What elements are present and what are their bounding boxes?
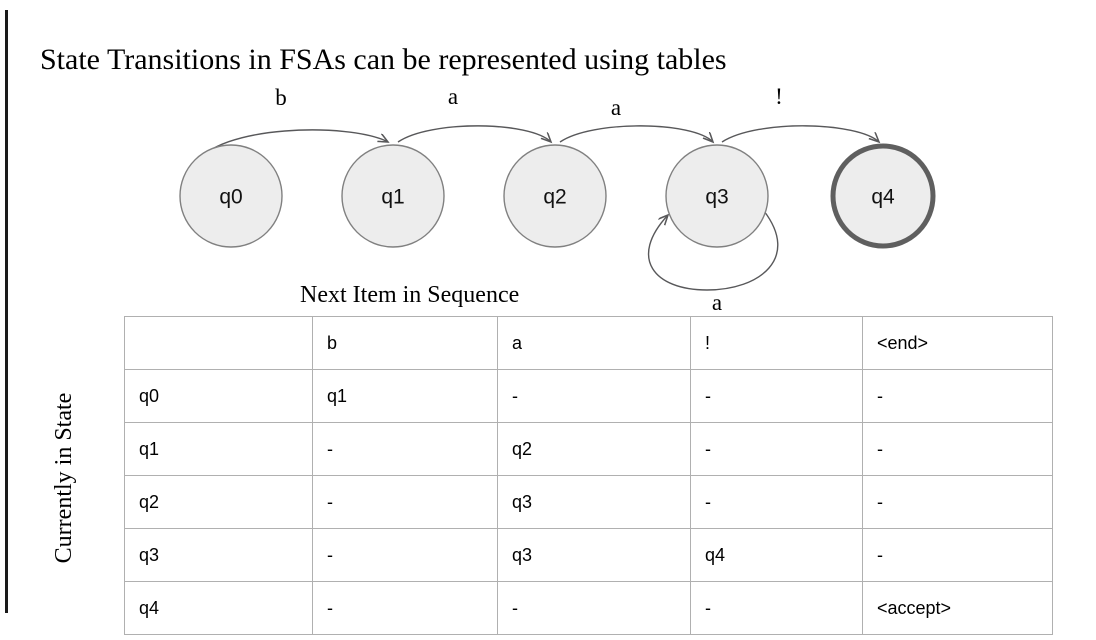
edge-label-q1-q2: a — [448, 84, 458, 109]
state-label-q1: q1 — [381, 186, 404, 209]
table-row: q3 - q3 q4 - — [124, 528, 1053, 582]
edge-label-q3-self: a — [712, 290, 722, 313]
cell-q1-b: - — [312, 422, 498, 476]
edge-label-q3-q4: ! — [775, 84, 783, 109]
state-node-q2[interactable] — [503, 144, 607, 248]
cell-q1-end: - — [862, 422, 1053, 476]
table-header-cell-a: a — [497, 316, 691, 370]
row-axis-caption: Currently in State — [51, 392, 77, 564]
state-label-q3: q3 — [705, 186, 728, 209]
edge-q1-q2 — [397, 125, 551, 142]
cell-q3-bang: q4 — [690, 528, 863, 582]
cell-q4-end: <accept> — [862, 581, 1053, 635]
left-edge-rule — [5, 10, 8, 613]
cell-q3-a: q3 — [497, 528, 691, 582]
state-label-q4: q4 — [871, 186, 895, 209]
table-header-cell-b: b — [312, 316, 498, 370]
cell-q1-bang: - — [690, 422, 863, 476]
table-header-row: b a ! <end> — [124, 316, 1053, 370]
edge-label-q2-q3: a — [611, 95, 621, 120]
edge-q2-q3 — [559, 125, 713, 142]
cell-q4-b: - — [312, 581, 498, 635]
cell-q2-bang: - — [690, 475, 863, 529]
row-header-q1: q1 — [124, 422, 313, 476]
cell-q0-bang: - — [690, 369, 863, 423]
cell-q1-a: q2 — [497, 422, 691, 476]
row-header-q4: q4 — [124, 581, 313, 635]
table-row: q2 - q3 - - — [124, 475, 1053, 529]
cell-q3-b: - — [312, 528, 498, 582]
table-header-cell-corner — [124, 316, 313, 370]
table-header-cell-bang: ! — [690, 316, 863, 370]
cell-q2-a: q3 — [497, 475, 691, 529]
state-label-q0: q0 — [219, 186, 242, 209]
state-node-q1[interactable] — [341, 144, 445, 248]
cell-q4-bang: - — [690, 581, 863, 635]
table-header-cell-end: <end> — [862, 316, 1053, 370]
state-node-q3[interactable] — [665, 144, 769, 248]
cell-q0-b: q1 — [312, 369, 498, 423]
table-row: q4 - - - <accept> — [124, 581, 1053, 635]
transition-table: b a ! <end> q0 q1 - - - q1 - q2 - - q2 — [124, 316, 1053, 635]
edge-q3-q4 — [721, 125, 879, 142]
cell-q0-end: - — [862, 369, 1053, 423]
edge-q3-self-loop — [647, 210, 779, 291]
state-node-q0[interactable] — [179, 144, 283, 248]
cell-q0-a: - — [497, 369, 691, 423]
edge-label-q0-q1: b — [275, 85, 287, 110]
state-node-q4-accepting[interactable] — [830, 143, 936, 249]
table-row: q0 q1 - - - — [124, 369, 1053, 423]
fsa-state-diagram: q0 q1 q2 q3 q4 b a a ! a — [0, 78, 1096, 313]
column-axis-caption: Next Item in Sequence — [300, 282, 520, 308]
row-header-q0: q0 — [124, 369, 313, 423]
row-header-q3: q3 — [124, 528, 313, 582]
cell-q4-a: - — [497, 581, 691, 635]
fsa-diagram-canvas: q0 q1 q2 q3 q4 b a a ! a — [179, 84, 936, 313]
state-label-q2: q2 — [543, 186, 566, 209]
cell-q3-end: - — [862, 528, 1053, 582]
page-title: State Transitions in FSAs can be represe… — [40, 43, 727, 76]
row-header-q2: q2 — [124, 475, 313, 529]
table-row: q1 - q2 - - — [124, 422, 1053, 476]
transition-table-wrapper: b a ! <end> q0 q1 - - - q1 - q2 - - q2 — [124, 316, 1053, 635]
cell-q2-b: - — [312, 475, 498, 529]
cell-q2-end: - — [862, 475, 1053, 529]
